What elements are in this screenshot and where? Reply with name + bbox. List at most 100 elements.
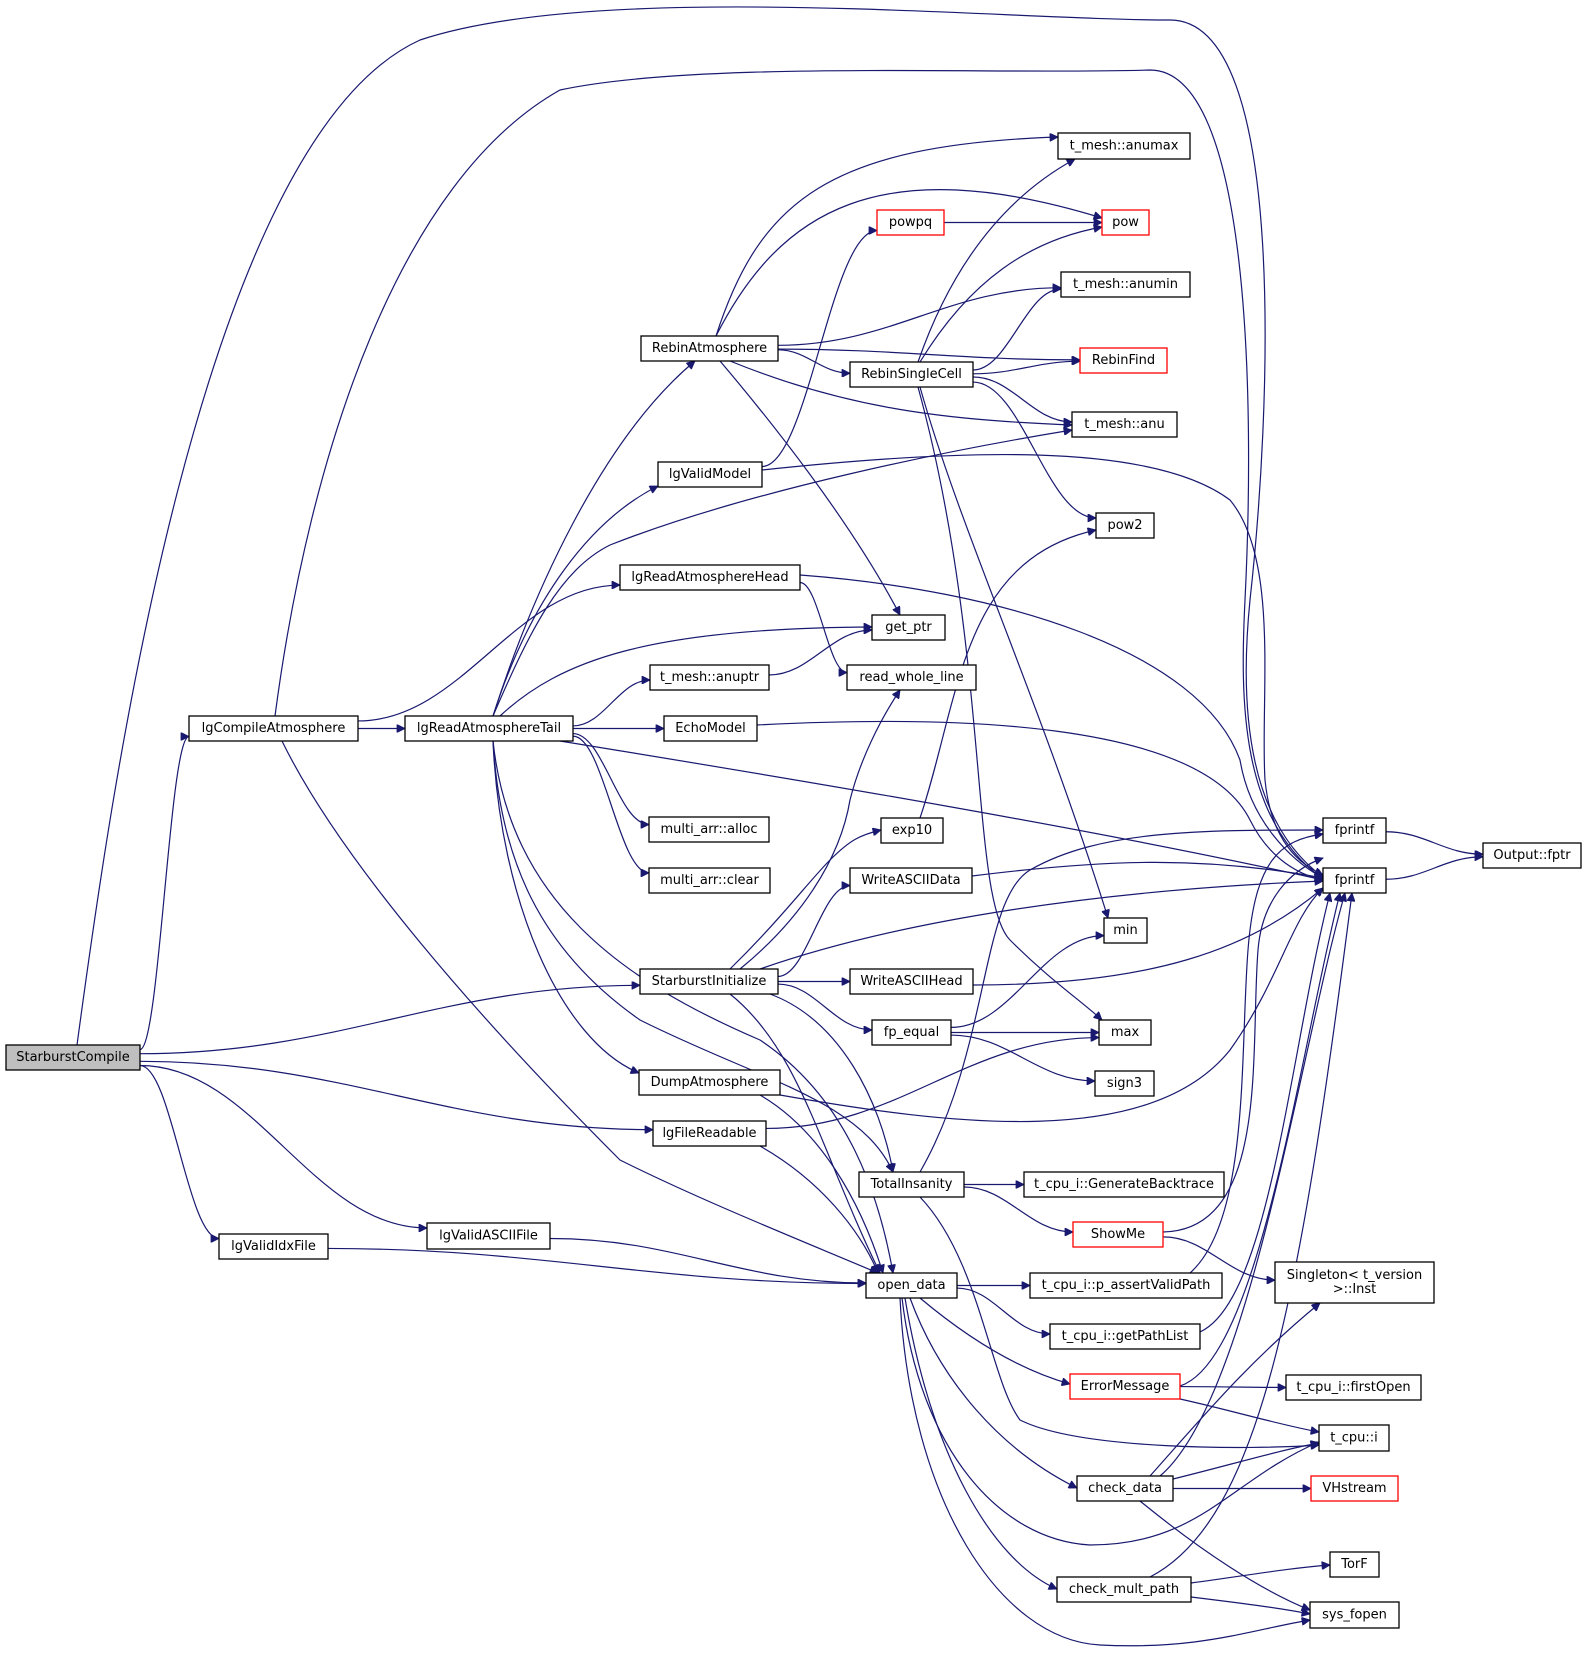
node-t-mesh-anuptr[interactable]: t_mesh::anuptr xyxy=(649,664,770,691)
node-box[interactable] xyxy=(648,816,770,843)
node-exp10[interactable]: exp10 xyxy=(880,817,944,844)
node-box[interactable] xyxy=(648,867,771,894)
node-box[interactable] xyxy=(1318,1424,1390,1452)
node-box[interactable] xyxy=(1079,347,1168,374)
node-pow[interactable]: pow xyxy=(1101,209,1150,236)
node-box[interactable] xyxy=(1322,867,1387,894)
node-min[interactable]: min xyxy=(1103,917,1148,944)
node-box[interactable] xyxy=(1056,1576,1192,1603)
node-box[interactable] xyxy=(1060,271,1191,298)
node-box[interactable] xyxy=(188,715,359,742)
node-box[interactable] xyxy=(1329,1551,1380,1578)
node-rebinfind[interactable]: RebinFind xyxy=(1079,347,1168,374)
node-rebinatmosphere[interactable]: RebinAtmosphere xyxy=(640,335,779,362)
node-box[interactable] xyxy=(404,715,574,742)
node-box[interactable] xyxy=(1069,1373,1181,1400)
node-box[interactable] xyxy=(1285,1374,1422,1401)
node-box[interactable] xyxy=(638,1069,781,1096)
node-box[interactable] xyxy=(1101,209,1150,236)
node-box[interactable] xyxy=(663,715,758,742)
node-box[interactable] xyxy=(1094,1070,1155,1097)
node-box[interactable] xyxy=(1076,1475,1174,1502)
node-showme[interactable]: ShowMe xyxy=(1072,1221,1164,1248)
node-lgvalidasciifile[interactable]: lgValidASCIIFile xyxy=(426,1222,551,1250)
node-fprintf-b[interactable]: fprintf xyxy=(1322,867,1387,894)
node-vhstream[interactable]: VHstream xyxy=(1310,1475,1399,1502)
node-lgcompileatmosphere[interactable]: lgCompileAtmosphere xyxy=(188,715,359,742)
node-box[interactable] xyxy=(426,1222,551,1250)
node-check-data[interactable]: check_data xyxy=(1076,1475,1174,1502)
node-lgvalidmodel[interactable]: lgValidModel xyxy=(657,461,763,488)
node-writeasciihead[interactable]: WriteASCIIHead xyxy=(849,968,974,995)
node-box[interactable] xyxy=(218,1233,329,1260)
node-box[interactable] xyxy=(1274,1261,1435,1304)
node-getpathlist[interactable]: t_cpu_i::getPathList xyxy=(1049,1323,1201,1350)
node-box[interactable] xyxy=(876,209,945,236)
node-box[interactable] xyxy=(649,664,770,691)
node-box[interactable] xyxy=(1482,842,1582,869)
node-firstopen[interactable]: t_cpu_i::firstOpen xyxy=(1285,1374,1422,1401)
node-box[interactable] xyxy=(1057,132,1191,160)
node-box[interactable] xyxy=(1310,1475,1399,1502)
node-box[interactable] xyxy=(849,361,974,388)
node-box[interactable] xyxy=(1309,1601,1400,1629)
node-errormessage[interactable]: ErrorMessage xyxy=(1069,1373,1181,1400)
node-check-mult-path[interactable]: check_mult_path xyxy=(1056,1576,1192,1603)
node-lgvalididxfile[interactable]: lgValidIdxFile xyxy=(218,1233,329,1260)
node-max[interactable]: max xyxy=(1098,1019,1152,1046)
node-fprintf-a[interactable]: fprintf xyxy=(1322,817,1387,844)
node-pow2[interactable]: pow2 xyxy=(1095,512,1155,539)
node-box[interactable] xyxy=(858,1171,965,1198)
node-torf[interactable]: TorF xyxy=(1329,1551,1380,1578)
node-box[interactable] xyxy=(1103,917,1148,944)
node-box[interactable] xyxy=(1049,1323,1201,1350)
node-box[interactable] xyxy=(1071,411,1178,438)
node-writeasciidata[interactable]: WriteASCIIData xyxy=(849,867,973,894)
node-t-mesh-anumax[interactable]: t_mesh::anumax xyxy=(1057,132,1191,160)
node-box[interactable] xyxy=(1098,1019,1152,1046)
node-box[interactable] xyxy=(640,335,779,362)
node-output-fptr[interactable]: Output::fptr xyxy=(1482,842,1582,869)
node-box[interactable] xyxy=(846,664,977,691)
node-box[interactable] xyxy=(1072,1221,1164,1248)
node-read-whole-line[interactable]: read_whole_line xyxy=(846,664,977,691)
node-box[interactable] xyxy=(1023,1171,1225,1198)
node-box[interactable] xyxy=(1095,512,1155,539)
node-p-assertvalidpath[interactable]: t_cpu_i::p_assertValidPath xyxy=(1029,1272,1223,1299)
node-multi-arr-alloc[interactable]: multi_arr::alloc xyxy=(648,816,770,843)
node-box[interactable] xyxy=(865,1272,958,1299)
node-multi-arr-clear[interactable]: multi_arr::clear xyxy=(648,867,771,894)
node-box[interactable] xyxy=(652,1120,767,1147)
node-get-ptr[interactable]: get_ptr xyxy=(871,614,946,641)
node-lgfilereadable[interactable]: lgFileReadable xyxy=(652,1120,767,1147)
node-t-mesh-anu[interactable]: t_mesh::anu xyxy=(1071,411,1178,438)
node-sys-fopen[interactable]: sys_fopen xyxy=(1309,1601,1400,1629)
node-singleton-inst[interactable]: Singleton< t_version>::Inst xyxy=(1274,1261,1435,1304)
node-fp-equal[interactable]: fp_equal xyxy=(871,1019,952,1046)
node-box[interactable] xyxy=(880,817,944,844)
node-box[interactable] xyxy=(657,461,763,488)
node-box[interactable] xyxy=(639,968,779,995)
node-starburstinitialize[interactable]: StarburstInitialize xyxy=(639,968,779,995)
node-t-cpu-i[interactable]: t_cpu::i xyxy=(1318,1424,1390,1452)
node-box[interactable] xyxy=(619,564,801,591)
node-lgreadatmospheretail[interactable]: lgReadAtmosphereTail xyxy=(404,715,574,742)
node-box[interactable] xyxy=(1029,1272,1223,1299)
node-box[interactable] xyxy=(5,1044,141,1071)
node-dumpatmosphere[interactable]: DumpAtmosphere xyxy=(638,1069,781,1096)
node-echomodel[interactable]: EchoModel xyxy=(663,715,758,742)
node-box[interactable] xyxy=(849,867,973,894)
node-powpq[interactable]: powpq xyxy=(876,209,945,236)
node-totalinsanity[interactable]: TotalInsanity xyxy=(858,1171,965,1198)
node-box[interactable] xyxy=(871,614,946,641)
node-generatebacktrace[interactable]: t_cpu_i::GenerateBacktrace xyxy=(1023,1171,1225,1198)
node-starburstcompile[interactable]: StarburstCompile xyxy=(5,1044,141,1071)
node-rebinsinglecell[interactable]: RebinSingleCell xyxy=(849,361,974,388)
node-t-mesh-anumin[interactable]: t_mesh::anumin xyxy=(1060,271,1191,298)
node-open-data[interactable]: open_data xyxy=(865,1272,958,1299)
node-sign3[interactable]: sign3 xyxy=(1094,1070,1155,1097)
node-box[interactable] xyxy=(849,968,974,995)
node-box[interactable] xyxy=(1322,817,1387,844)
node-box[interactable] xyxy=(871,1019,952,1046)
node-lgreadatmospherehead[interactable]: lgReadAtmosphereHead xyxy=(619,564,801,591)
